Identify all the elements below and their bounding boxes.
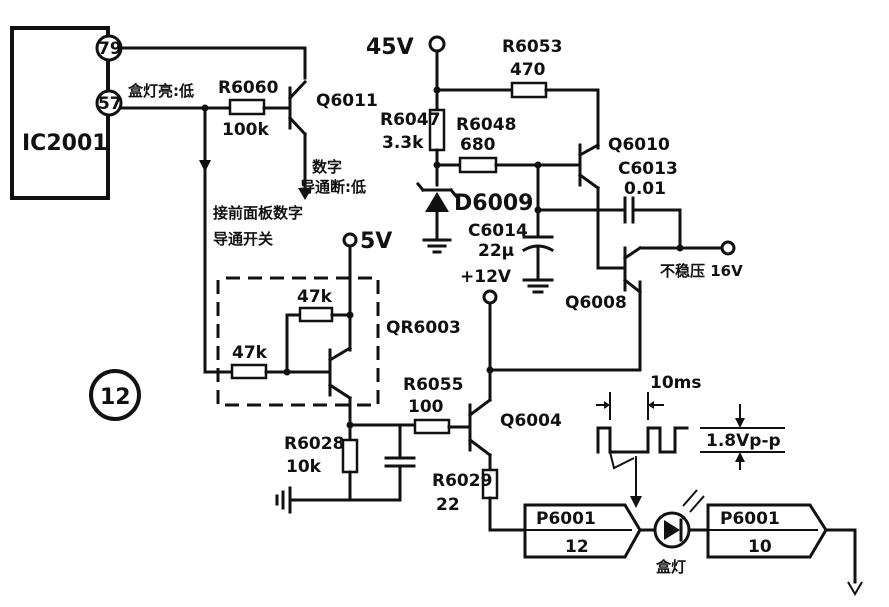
r6055-value: 100 xyxy=(408,397,444,417)
supply-5v-terminal xyxy=(342,232,358,248)
resistor-r6053 xyxy=(510,81,548,99)
unregulated-label: 不稳压 16V xyxy=(660,262,743,280)
connector-p6001-right xyxy=(706,503,828,559)
figure-number-circle xyxy=(89,369,141,421)
qr-lower-value: 47k xyxy=(232,343,268,363)
capacitor-c6014 xyxy=(521,235,555,253)
transistor-q6004 xyxy=(467,397,493,458)
qr6003-label: QR6003 xyxy=(386,318,461,338)
figure-number-label: 12 xyxy=(100,385,131,410)
digit-guide-label-2: 导通断:低 xyxy=(300,178,366,196)
ic-pin-57-label: 57 xyxy=(98,94,122,114)
q6010-label: Q6010 xyxy=(608,135,670,155)
r6029-value: 22 xyxy=(436,495,460,515)
d6009-label: D6009 xyxy=(454,191,534,216)
ground-symbol-c6014 xyxy=(522,278,554,294)
r6055-ref: R6055 xyxy=(403,375,463,395)
c6013-value: 0.01 xyxy=(624,179,666,199)
c6014-value: 22μ xyxy=(478,241,514,261)
front-panel-label: 接前面板数字 xyxy=(213,204,303,222)
supply-45v-label: 45V xyxy=(366,35,414,60)
supply-12v-label: +12V xyxy=(460,267,512,287)
ground-symbol-d6009 xyxy=(422,238,452,254)
resistor-47k-lower xyxy=(230,363,268,380)
r6047-ref: R6047 xyxy=(380,110,440,130)
led-box-light xyxy=(653,489,705,549)
q6008-label: Q6008 xyxy=(565,293,627,313)
c6014-ref: C6014 xyxy=(468,221,528,241)
p6001-right-ref: P6001 xyxy=(720,509,780,529)
q6004-label: Q6004 xyxy=(500,411,562,431)
supply-12v-terminal xyxy=(482,289,498,305)
r6053-value: 470 xyxy=(510,60,546,80)
p6001-right-pin: 10 xyxy=(748,537,772,557)
r6060-value: 100k xyxy=(222,120,269,140)
zener-diode-d6009 xyxy=(415,181,459,212)
supply-5v-label: 5V xyxy=(360,229,392,254)
ic2001-label: IC2001 xyxy=(22,131,108,156)
digit-guide-label: 数字 xyxy=(312,158,342,176)
transistor-qr6003 xyxy=(327,345,353,401)
box-light-label: 盒灯 xyxy=(655,558,686,576)
r6048-value: 680 xyxy=(460,135,496,155)
amplitude-label: 1.8Vp-p xyxy=(706,431,781,451)
resistor-47k-upper xyxy=(298,306,334,323)
transistor-q6011 xyxy=(287,79,312,200)
resistor-r6055 xyxy=(413,418,451,435)
r6028-value: 10k xyxy=(286,457,322,477)
ground-symbol-base xyxy=(275,486,292,514)
qr-upper-value: 47k xyxy=(297,287,333,307)
amplitude-marker xyxy=(700,404,785,470)
ic-pin-57 xyxy=(95,89,123,117)
q6011-label: Q6011 xyxy=(316,91,378,111)
r6060-ref: R6060 xyxy=(218,78,279,98)
ic-pin-79-label: 79 xyxy=(98,39,122,59)
r6047-value: 3.3k xyxy=(382,133,424,153)
resistor-r6048 xyxy=(458,156,498,174)
c6013-ref: C6013 xyxy=(618,159,678,179)
unregulated-output-terminal xyxy=(720,240,736,256)
supply-45v-terminal xyxy=(428,35,446,53)
waveform-pulse-train xyxy=(596,392,689,470)
r6028-ref: R6028 xyxy=(284,434,344,454)
p6001-left-pin: 12 xyxy=(565,537,589,557)
qr6003-outline xyxy=(216,276,380,407)
box-light-signal-label: 盒灯亮:低 xyxy=(127,82,194,100)
p6001-left-ref: P6001 xyxy=(536,509,596,529)
r6029-ref: R6029 xyxy=(432,471,492,491)
period-label: 10ms xyxy=(650,373,702,393)
r6053-ref: R6053 xyxy=(502,37,562,57)
ic2001-block xyxy=(10,26,110,200)
r6048-ref: R6048 xyxy=(456,115,516,135)
transistor-q6008 xyxy=(622,245,643,295)
resistor-r6060 xyxy=(228,98,266,116)
front-panel-label-2: 导通开关 xyxy=(213,230,273,248)
transistor-q6010 xyxy=(577,142,601,191)
connector-p6001-left xyxy=(523,503,642,559)
resistor-r6028 xyxy=(341,438,359,474)
